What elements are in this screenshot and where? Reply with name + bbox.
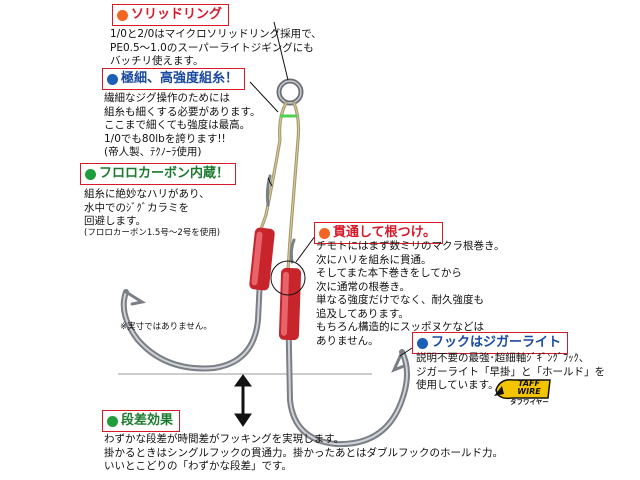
thin-line-heading: 極細、高強度組糸！ <box>102 68 246 90</box>
green-dot-icon <box>85 168 96 180</box>
tube-wraps <box>249 227 302 341</box>
fluoro-heading: フロロカーボン内蔵！ <box>80 163 237 185</box>
taff-wire-logo: TAFF WIRE タフワイヤー <box>492 376 554 406</box>
hook-left <box>120 174 272 372</box>
green-dot-icon <box>107 415 118 427</box>
step-arrow <box>234 374 252 427</box>
fluoro-note: (フロロカーボン1.5号～2号を使用) <box>84 228 221 238</box>
thin-line-text: 繊細なジグ操作のためには 組糸も細くする必要があります。 ここまで細くても強度は… <box>104 92 261 158</box>
solid-ring-heading: ソリッドリング <box>112 4 230 26</box>
hook-heading: フックはジガーライト <box>412 332 569 354</box>
taff-wire-logo-graphic <box>494 378 551 400</box>
through-knot-heading: 貫通して根つけ。 <box>314 222 443 244</box>
through-knot-text: チモトにはまず数ミリのマクラ根巻き。 次にハリを組糸に貫通。 そしてまた本下巻き… <box>316 240 505 347</box>
solid-ring <box>276 78 304 106</box>
hook-right <box>285 238 410 448</box>
step-text: わずかな段差が時間差がフッキングを実現します。 掛かるときはシングルフックの貫通… <box>104 433 503 472</box>
solid-ring-text: 1/0と2/0はマイクロソリッドリング採用で、 PE0.5～1.0のスーパーライ… <box>110 28 322 67</box>
orange-dot-icon <box>319 227 330 239</box>
taff-wire-logo-sub: タフワイヤー <box>510 398 549 406</box>
solid-ring-title: ソリッドリング <box>131 7 223 22</box>
hook-text: 説明不要の最強･超細軸ｼﾞｷﾞﾝｸﾞﾌｯｸ、 ジガーライト「早掛」と「ホールド」… <box>416 352 605 391</box>
focus-circle <box>270 260 306 296</box>
blue-dot-icon <box>417 337 428 349</box>
taff-wire-logo-main: TAFF WIRE <box>517 379 541 396</box>
step-heading: 段差効果 <box>102 410 181 432</box>
thin-line-title: 極細、高強度組糸！ <box>121 71 239 86</box>
fluoro-title: フロロカーボン内蔵！ <box>99 166 230 181</box>
through-knot-title: 貫通して根つけ。 <box>333 225 436 240</box>
blue-dot-icon <box>107 73 118 85</box>
hook-title: フックはジガーライト <box>431 335 562 350</box>
step-title: 段差効果 <box>121 413 174 428</box>
orange-dot-icon <box>117 9 128 21</box>
scale-note: ※実寸ではありません。 <box>120 322 212 332</box>
fluoro-text: 組糸に絶妙なハリがあり、 水中でのｼﾞｸﾞカラミを 回避します。 <box>84 188 210 227</box>
